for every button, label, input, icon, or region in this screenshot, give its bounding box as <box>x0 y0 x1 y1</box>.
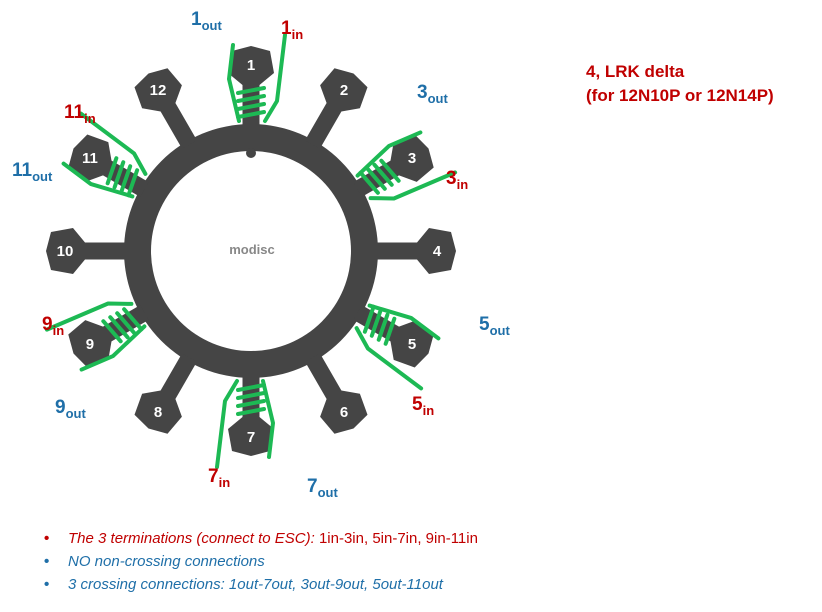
title-block: 4, LRK delta (for 12N10P or 12N14P) <box>586 60 774 108</box>
terminal-suffix: in <box>423 403 435 418</box>
terminal-number: 3 <box>417 82 428 103</box>
notes-list: • The 3 terminations (connect to ESC): 1… <box>44 527 478 596</box>
stator-tooth-3 <box>353 134 434 197</box>
stator-tooth-10 <box>46 228 128 274</box>
stator-tooth-7 <box>228 374 274 456</box>
note-lead: 3 crossing connections: 1out-7out, 3out-… <box>68 576 443 593</box>
windings <box>44 33 458 469</box>
terminal-label-1out: 1out <box>191 9 222 33</box>
terminal-number: 5 <box>412 394 423 415</box>
stator-tooth-1 <box>228 46 274 128</box>
terminal-suffix: in <box>53 323 65 338</box>
bore-notch <box>246 148 256 158</box>
bullet-icon: • <box>44 576 50 593</box>
tooth-number: 7 <box>247 429 255 446</box>
terminal-suffix: out <box>318 485 339 500</box>
stator-tooth-8 <box>134 353 197 434</box>
note-crossing: • 3 crossing connections: 1out-7out, 3ou… <box>44 573 478 596</box>
terminal-suffix: in <box>219 475 231 490</box>
tooth-number: 9 <box>86 336 94 353</box>
coil-tooth-3 <box>355 130 458 201</box>
stator-tooth-9 <box>68 305 149 368</box>
terminal-label-11out: 11out <box>12 160 53 184</box>
terminal-number: 5 <box>479 314 490 335</box>
center-label: modisc <box>229 242 275 257</box>
terminal-suffix: out <box>66 406 87 421</box>
tooth-number: 6 <box>340 404 348 421</box>
tooth-number: 1 <box>247 57 255 74</box>
terminal-number: 9 <box>55 397 66 418</box>
coil-tooth-9 <box>44 301 147 372</box>
terminal-label-3out: 3out <box>417 82 448 106</box>
terminal-label-11in: 11in <box>64 102 96 126</box>
terminal-suffix: in <box>292 27 304 42</box>
terminal-suffix: out <box>202 18 223 33</box>
terminal-number: 7 <box>208 466 219 487</box>
terminal-suffix: out <box>490 323 511 338</box>
terminal-number: 11 <box>64 102 85 123</box>
tooth-number: 8 <box>154 404 162 421</box>
terminal-label-5out: 5out <box>479 314 510 338</box>
tooth-number: 12 <box>150 82 167 99</box>
stator-tooth-6 <box>305 353 368 434</box>
terminal-number: 1 <box>191 9 202 30</box>
coil-tooth-11 <box>61 111 148 199</box>
terminal-label-5in: 5in <box>412 394 434 418</box>
title-line-1: 4, LRK delta <box>586 62 685 81</box>
coil-tooth-1 <box>227 33 287 123</box>
tooth-number: 5 <box>408 336 416 353</box>
terminal-label-9out: 9out <box>55 397 86 421</box>
stator-core <box>46 46 456 456</box>
stator-tooth-12 <box>134 68 197 149</box>
terminal-label-9in: 9in <box>42 314 64 338</box>
terminal-suffix: out <box>428 91 449 106</box>
tooth-number: 10 <box>57 243 74 260</box>
tooth-number: 2 <box>340 82 348 99</box>
note-lead: NO non-crossing connections <box>68 553 265 570</box>
stator-tooth-11 <box>68 134 149 197</box>
terminal-label-1in: 1in <box>281 18 303 42</box>
terminal-number: 1 <box>281 18 292 39</box>
stator-tooth-2 <box>305 68 368 149</box>
note-non-crossing: • NO non-crossing connections <box>44 550 478 573</box>
title-line-2: (for 12N10P or 12N14P) <box>586 86 774 105</box>
terminal-suffix: in <box>84 111 96 126</box>
coil-tooth-7 <box>215 379 275 469</box>
terminal-label-7in: 7in <box>208 466 230 490</box>
terminal-number: 9 <box>42 314 53 335</box>
terminal-suffix: out <box>32 169 53 184</box>
terminal-number: 3 <box>446 168 457 189</box>
note-lead: The 3 terminations (connect to ESC): <box>68 530 315 547</box>
terminal-number: 11 <box>12 160 33 181</box>
tooth-number: 11 <box>82 150 98 167</box>
stator-tooth-5 <box>353 305 434 368</box>
bullet-icon: • <box>44 530 50 547</box>
coil-tooth-5 <box>354 303 441 391</box>
tooth-number: 3 <box>408 150 416 167</box>
terminal-label-3in: 3in <box>446 168 468 192</box>
tooth-number: 4 <box>433 243 442 260</box>
note-rest: 1in-3in, 5in-7in, 9in-11in <box>314 530 478 547</box>
terminal-label-7out: 7out <box>307 476 338 500</box>
stator-bore <box>151 151 351 351</box>
stator-tooth-4 <box>374 228 456 274</box>
note-terminations: • The 3 terminations (connect to ESC): 1… <box>44 527 478 550</box>
terminal-suffix: in <box>457 177 469 192</box>
terminal-number: 7 <box>307 476 318 497</box>
bullet-icon: • <box>44 553 50 570</box>
